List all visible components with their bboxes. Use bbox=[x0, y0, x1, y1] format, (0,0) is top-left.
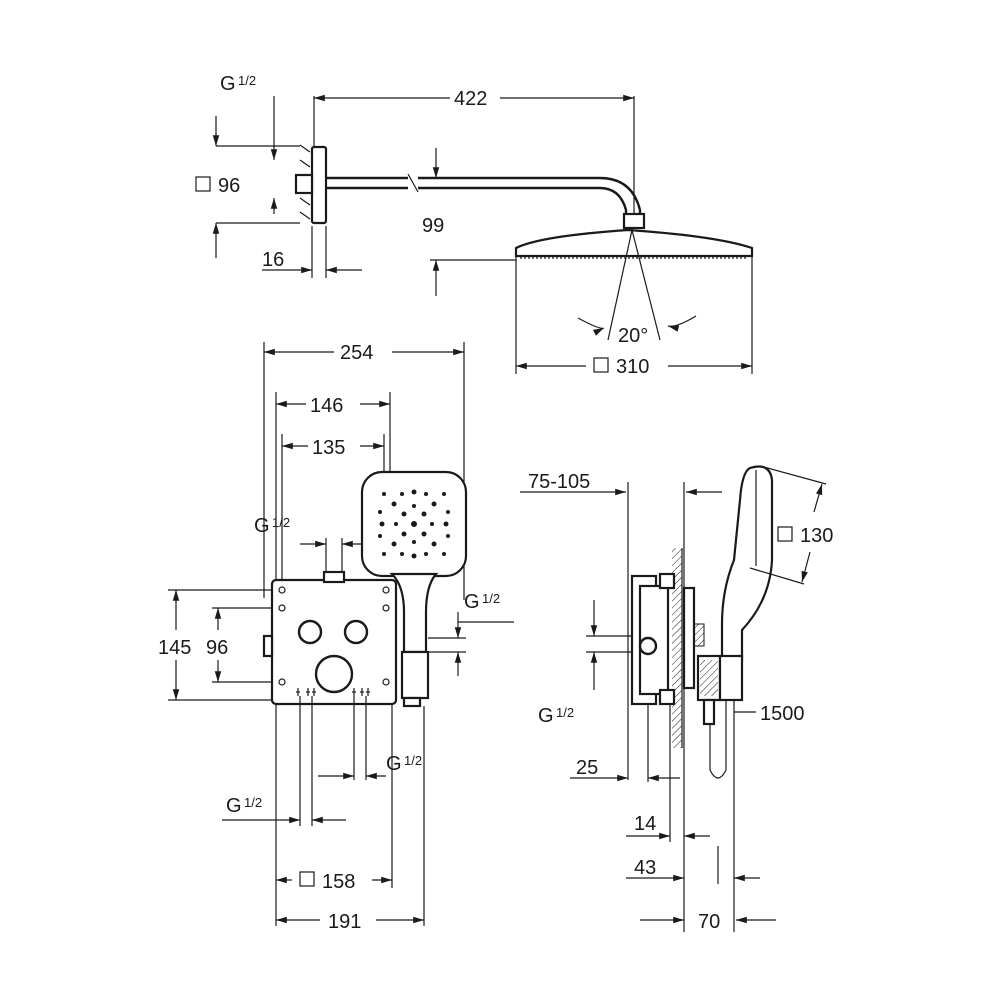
rain-shower-head bbox=[514, 228, 754, 258]
thread-fraction-front-top: 1/2 bbox=[272, 515, 290, 530]
wall-section bbox=[672, 548, 682, 748]
dim-16: 16 bbox=[262, 249, 284, 271]
shower-head-view: 422 G 1/2 96 16 99 20° bbox=[195, 73, 754, 378]
thread-label-front-top: G bbox=[254, 515, 270, 537]
thermostat-knob bbox=[314, 654, 354, 694]
valve-knob-left bbox=[297, 619, 323, 645]
shower-arm bbox=[326, 176, 642, 216]
dim-96-box: 96 bbox=[206, 637, 228, 659]
dim-96-flange: 96 bbox=[218, 175, 240, 197]
dim-135: 135 bbox=[312, 437, 345, 459]
thread-fraction-front-bottom-left: 1/2 bbox=[244, 795, 262, 810]
square-symbol-96 bbox=[195, 176, 211, 192]
wall-hatch bbox=[299, 144, 311, 220]
thread-label-front-bottom-right: G bbox=[386, 753, 402, 775]
thread-fraction-front-right: 1/2 bbox=[482, 591, 500, 606]
thread-label-front-bottom-left: G bbox=[226, 795, 242, 817]
dim-310: 310 bbox=[616, 356, 649, 378]
dim-75-105: 75-105 bbox=[528, 471, 590, 493]
dim-1500: 1500 bbox=[760, 703, 805, 725]
dim-158: 158 bbox=[322, 871, 355, 893]
dim-20-deg: 20° bbox=[618, 325, 648, 347]
wall-flange bbox=[310, 145, 328, 225]
dim-145: 145 bbox=[158, 637, 191, 659]
thread-label-top: G bbox=[220, 73, 236, 95]
front-view: 254 146 135 G 1/2 bbox=[158, 342, 514, 933]
dim-99: 99 bbox=[422, 215, 444, 237]
square-symbol-158 bbox=[299, 871, 315, 887]
dim-254: 254 bbox=[340, 342, 373, 364]
valve-knob-right bbox=[343, 619, 369, 645]
wall-connector bbox=[294, 173, 314, 195]
thread-fraction-side: 1/2 bbox=[556, 705, 574, 720]
dim-130: 130 bbox=[800, 525, 833, 547]
thread-label-side: G bbox=[538, 705, 554, 727]
thread-label-front-right: G bbox=[464, 591, 480, 613]
handshower-holder bbox=[400, 650, 430, 700]
dim-422: 422 bbox=[454, 88, 487, 110]
hose bbox=[709, 700, 727, 779]
dim-25: 25 bbox=[576, 757, 598, 779]
square-symbol-130 bbox=[777, 526, 793, 542]
box-top-connector bbox=[322, 570, 346, 584]
side-view: 75-105 130 1500 bbox=[520, 465, 833, 933]
dim-146: 146 bbox=[310, 395, 343, 417]
dim-70: 70 bbox=[698, 911, 720, 933]
thread-fraction-top: 1/2 bbox=[238, 73, 256, 88]
dim-43: 43 bbox=[634, 857, 656, 879]
spray-pattern bbox=[378, 489, 450, 559]
square-symbol-310 bbox=[593, 357, 609, 373]
dim-14: 14 bbox=[634, 813, 656, 835]
handshower-side bbox=[720, 465, 774, 662]
dim-191: 191 bbox=[328, 911, 361, 933]
handshower-handle bbox=[389, 572, 439, 654]
thread-fraction-front-bottom-right: 1/2 bbox=[404, 753, 422, 768]
head-connector bbox=[622, 212, 646, 230]
concealed-box bbox=[270, 578, 398, 706]
